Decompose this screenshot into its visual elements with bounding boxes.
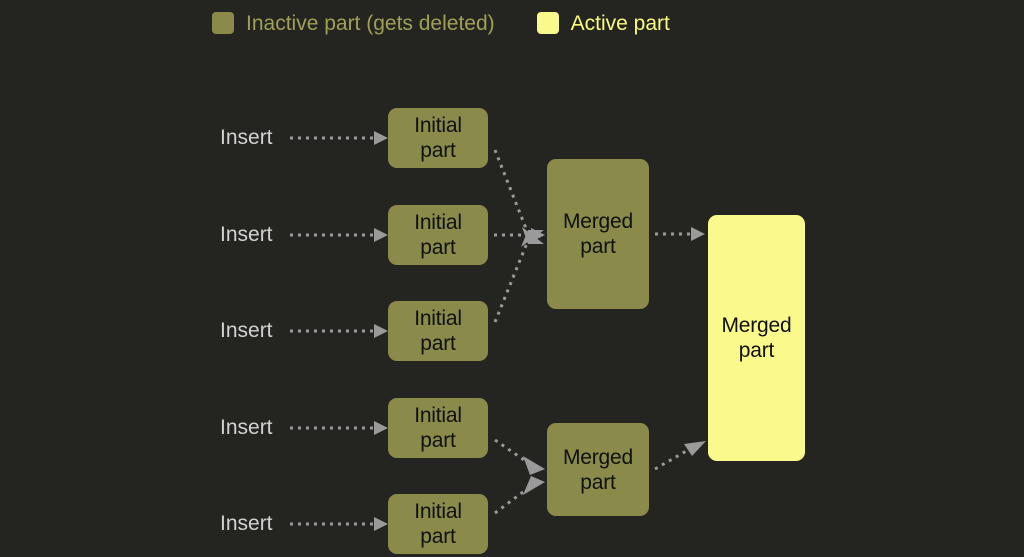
legend-spacer (495, 23, 537, 24)
legend-item-inactive: Inactive part (gets deleted) (212, 12, 495, 34)
merge-arrow-2 (494, 228, 545, 242)
merged-part-box-top[interactable]: Merged part (547, 159, 649, 309)
final-arrow-top (655, 227, 705, 241)
legend-item-active: Active part (536, 11, 670, 35)
merged-part-box-bottom[interactable]: Merged part (547, 423, 649, 516)
inactive-swatch-icon (212, 12, 234, 34)
initial-part-box-1[interactable]: Initial part (388, 108, 488, 168)
initial-part-box-4[interactable]: Initial part (388, 398, 488, 458)
final-merged-part-box[interactable]: Merged part (708, 215, 805, 461)
final-arrow-bottom (654, 441, 706, 471)
legend-label-inactive: Inactive part (gets deleted) (246, 11, 495, 35)
insert-label-4: Insert (220, 416, 273, 439)
initial-part-box-5[interactable]: Initial part (388, 494, 488, 554)
merge-arrow-5 (494, 476, 545, 515)
insert-label-1: Insert (220, 126, 273, 149)
insert-arrow-4 (290, 421, 388, 435)
merge-arrow-1 (493, 149, 544, 244)
insert-arrow-2 (290, 228, 388, 242)
insert-arrow-5 (290, 517, 388, 531)
insert-label-5: Insert (220, 512, 273, 535)
initial-part-box-2[interactable]: Initial part (388, 205, 488, 265)
insert-arrow-1 (290, 131, 388, 145)
merge-arrow-4 (494, 438, 545, 475)
insert-label-3: Insert (220, 319, 273, 342)
legend-label-active: Active part (570, 11, 670, 35)
insert-label-2: Insert (220, 223, 273, 246)
insert-arrow-3 (290, 324, 388, 338)
merge-arrow-3 (493, 230, 544, 323)
initial-part-box-3[interactable]: Initial part (388, 301, 488, 361)
legend: Inactive part (gets deleted) Active part (212, 6, 670, 40)
active-swatch-icon (536, 12, 559, 34)
